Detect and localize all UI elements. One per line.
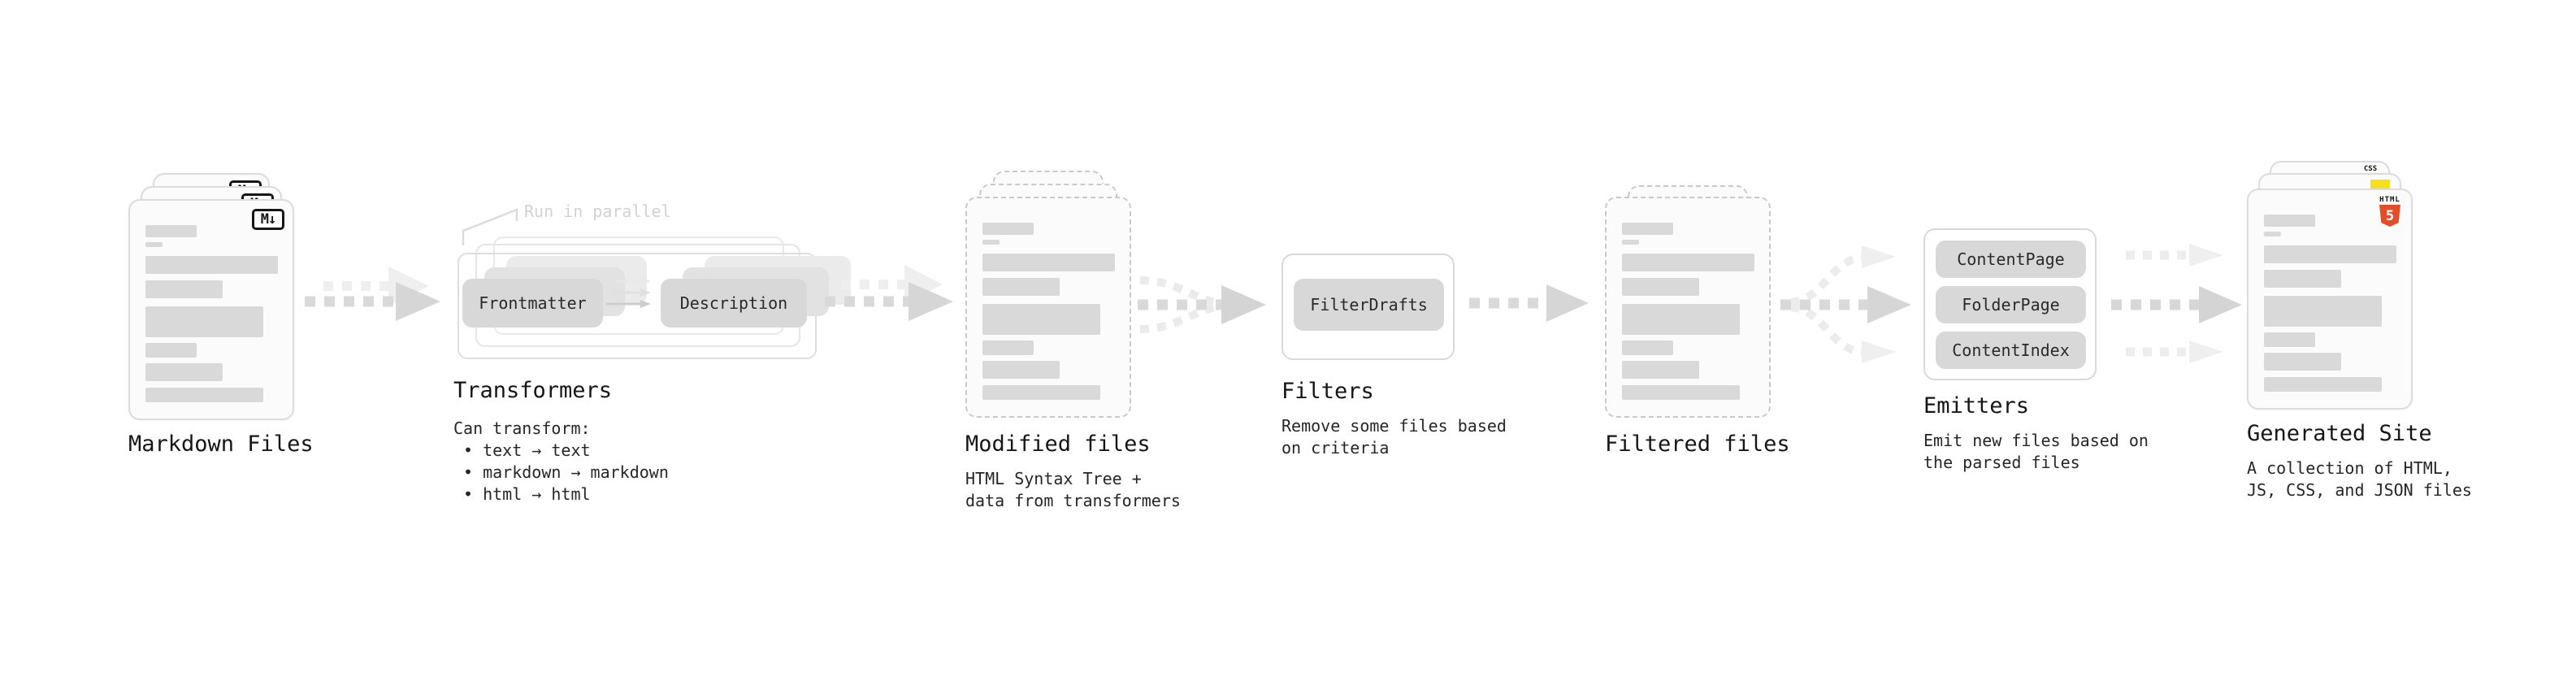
modified-file-stack: [965, 171, 1131, 418]
bullet-item: • html → html: [463, 484, 591, 504]
js-icon: [2370, 180, 2390, 189]
skeleton-bar: [2264, 270, 2341, 288]
parallel-transform-arrows: [606, 277, 651, 308]
skeleton-bar: [1622, 340, 1673, 355]
arrow-modified-to-filters-merge: [1138, 276, 1266, 333]
bullet-item: • text → text: [463, 440, 591, 460]
emitters-box: ContentPage FolderPage ContentIndex: [1923, 228, 2097, 380]
html5-icon-word: HTML: [2379, 196, 2400, 204]
modified-files-label: Modified files: [965, 432, 1151, 457]
skeleton-bar: [1622, 385, 1740, 400]
filters-box: FilterDrafts: [1281, 254, 1455, 360]
skeleton-bar: [1622, 240, 1639, 245]
folderpage-pill-label: FolderPage: [1962, 295, 2060, 314]
filters-label: Filters: [1281, 379, 1374, 404]
annotation-callout-line: [462, 208, 518, 245]
generated-site-caption: A collection of HTML, JS, CSS, and JSON …: [2247, 458, 2472, 500]
skeleton-bar: [145, 256, 278, 274]
transformers-group: Run in parallel Frontmatter Description: [453, 200, 851, 371]
skeleton-bar: [982, 240, 1000, 245]
skeleton-bar: [2264, 245, 2396, 263]
emitters-caption: Emit new files based on the parsed files: [1923, 431, 2149, 472]
generated-site-stack: CSS HTML 5: [2247, 161, 2413, 413]
skeleton-bar: [1622, 361, 1699, 379]
arrow-markdown-to-transformers: [305, 267, 440, 321]
skeleton-bar: [145, 363, 223, 381]
skeleton-bar: [2264, 296, 2382, 327]
description-pill: Description: [661, 279, 807, 327]
arrow-transformers-to-modified: [825, 265, 953, 321]
transformers-bullet-list: • text → text • markdown → markdown • ht…: [463, 440, 669, 505]
css-icon-label: CSS: [2363, 165, 2378, 173]
transformers-caption-title: Can transform:: [453, 419, 591, 438]
contentindex-pill-label: ContentIndex: [1952, 340, 2070, 360]
filterdrafts-pill: FilterDrafts: [1294, 279, 1444, 331]
description-pill-label: Description: [679, 293, 788, 313]
contentpage-pill: ContentPage: [1936, 241, 2086, 278]
skeleton-bar: [982, 304, 1100, 335]
html5-icon-number: 5: [2385, 207, 2395, 224]
filtered-doc-front: [1605, 197, 1771, 418]
filters-caption: Remove some files based on criteria: [1281, 416, 1507, 458]
skeleton-bar: [2264, 353, 2341, 371]
filterdrafts-pill-label: FilterDrafts: [1310, 295, 1428, 314]
arrow-filters-to-filtered: [1469, 284, 1589, 322]
skeleton-bar: [982, 385, 1100, 400]
skeleton-bar: [1622, 254, 1754, 271]
skeleton-bar: [145, 242, 163, 247]
generated-site-label: Generated Site: [2247, 421, 2432, 446]
skeleton-bar: [1622, 223, 1673, 235]
skeleton-bar: [145, 280, 223, 298]
skeleton-bar: [982, 254, 1115, 271]
skeleton-bar: [2264, 332, 2315, 347]
run-in-parallel-annotation: Run in parallel: [524, 202, 671, 221]
markdown-doc-front: M↓: [128, 199, 294, 420]
modified-files-caption: HTML Syntax Tree + data from transformer…: [965, 469, 1181, 510]
html-doc-front: HTML 5: [2247, 189, 2413, 410]
skeleton-bar: [2264, 232, 2281, 236]
skeleton-bar: [145, 388, 263, 402]
skeleton-bar: [2264, 215, 2315, 227]
transformers-label: Transformers: [453, 378, 613, 403]
contentindex-pill: ContentIndex: [1936, 332, 2086, 369]
skeleton-bar: [982, 361, 1060, 379]
html5-icon: HTML 5: [2379, 196, 2401, 227]
filtered-file-stack: [1605, 185, 1771, 421]
emitters-label: Emitters: [1923, 393, 2030, 419]
bullet-item: • markdown → markdown: [463, 462, 669, 482]
arrow-filtered-to-emitters-fanout: [1780, 245, 1911, 363]
skeleton-bar: [145, 225, 197, 237]
skeleton-bar: [145, 343, 197, 358]
skeleton-bar: [982, 223, 1034, 235]
filtered-files-label: Filtered files: [1605, 432, 1790, 457]
skeleton-bar: [1622, 278, 1699, 296]
skeleton-bar: [1622, 304, 1740, 335]
frontmatter-pill: Frontmatter: [462, 279, 603, 327]
skeleton-bar: [982, 278, 1060, 296]
skeleton-bar: [982, 340, 1034, 355]
skeleton-bar: [145, 306, 263, 337]
modified-doc-front: [965, 197, 1131, 418]
markdown-files-label: Markdown Files: [128, 432, 314, 457]
folderpage-pill: FolderPage: [1936, 286, 2086, 323]
html5-icon-shield: 5: [2379, 205, 2400, 227]
frontmatter-pill-label: Frontmatter: [479, 293, 587, 313]
skeleton-bar: [2264, 377, 2382, 392]
arrows-emitters-to-site: [2111, 244, 2242, 363]
contentpage-pill-label: ContentPage: [1957, 249, 2065, 269]
markdown-file-stack: M↓ M↓ M↓: [128, 173, 294, 420]
markdown-icon: M↓: [252, 209, 284, 230]
markdown-icon-label: M↓: [260, 211, 277, 228]
